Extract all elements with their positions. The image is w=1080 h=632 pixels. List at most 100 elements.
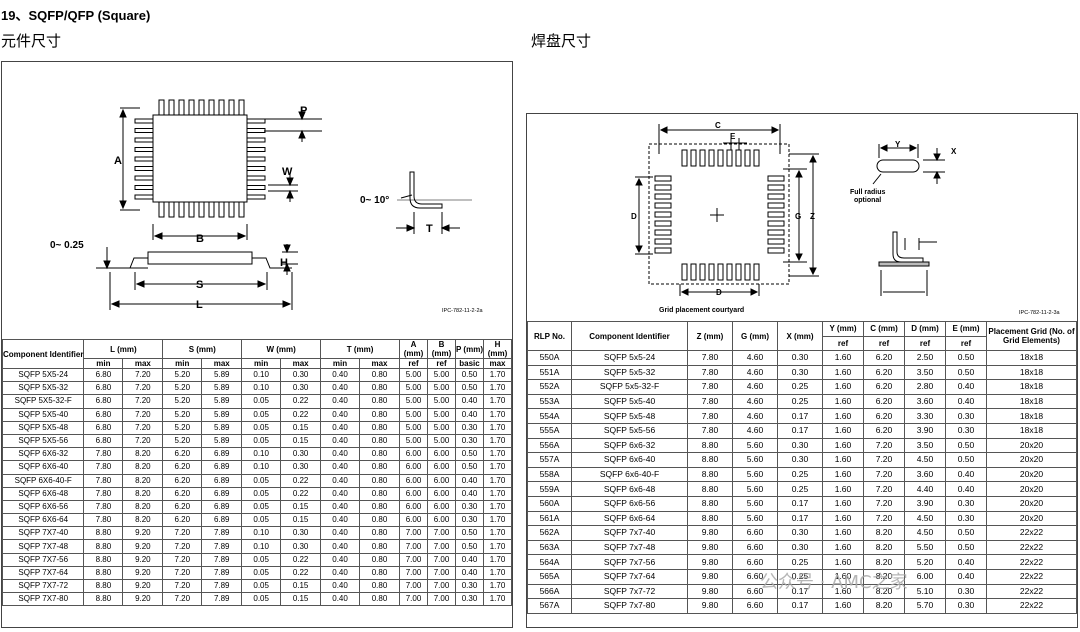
value-cell: 9.80 <box>687 598 733 614</box>
value-cell: 1.70 <box>483 578 512 594</box>
value-cell: 5.00 <box>427 407 456 422</box>
value-cell: 0.15 <box>280 592 322 607</box>
pad-right <box>767 229 785 236</box>
value-cell: 22x22 <box>986 539 1077 556</box>
header-D: D (mm) <box>904 321 946 337</box>
value-cell: 7.00 <box>399 565 428 581</box>
value-cell: 1.60 <box>822 393 864 410</box>
value-cell: 0.50 <box>455 367 484 383</box>
value-cell: 7.00 <box>399 592 428 607</box>
value-cell: 0.80 <box>359 592 400 607</box>
value-cell: 7.20 <box>162 552 203 567</box>
value-cell: 0.40 <box>320 499 360 515</box>
value-cell: 0.15 <box>280 420 322 435</box>
value-cell: 0.30 <box>777 525 823 541</box>
value-cell: 6.00 <box>399 447 428 462</box>
value-cell: 0.15 <box>280 499 322 515</box>
value-cell: 1.70 <box>483 394 512 409</box>
value-cell: 6.89 <box>201 486 243 501</box>
component-id-cell: SQFP 7X7-56 <box>1 552 85 567</box>
value-cell: 22x22 <box>986 554 1077 570</box>
value-cell: 20x20 <box>986 466 1077 483</box>
value-cell: 7.20 <box>122 367 164 383</box>
header-W: W (mm) <box>241 339 322 359</box>
header-T: T (mm) <box>320 339 400 359</box>
header-B: B (mm) <box>427 339 456 359</box>
value-cell: 0.80 <box>359 565 400 581</box>
value-cell: 0.80 <box>359 473 400 488</box>
value-cell: 5.89 <box>201 433 243 449</box>
value-cell: 7.20 <box>863 495 905 512</box>
value-cell: 2.50 <box>904 350 946 366</box>
value-cell: 8.20 <box>122 473 164 488</box>
value-cell: 7.80 <box>83 513 124 528</box>
value-cell: 4.60 <box>732 422 778 439</box>
value-cell: 4.60 <box>732 364 778 381</box>
subheader-cell: min <box>241 358 282 369</box>
value-cell: 0.10 <box>241 367 282 383</box>
dim-label-D-bottom: D <box>716 288 722 297</box>
value-cell: 7.80 <box>687 379 733 395</box>
value-cell: 1.60 <box>822 525 864 541</box>
value-cell: 6.20 <box>162 460 203 475</box>
value-cell: 0.40 <box>320 367 360 383</box>
value-cell: 7.20 <box>162 592 203 607</box>
value-cell: 6.20 <box>863 422 905 439</box>
header-Z: Z (mm) <box>687 321 733 351</box>
value-cell: 0.22 <box>280 407 322 422</box>
value-cell: 0.17 <box>777 510 823 527</box>
value-cell: 7.80 <box>83 486 124 501</box>
value-cell: 1.60 <box>822 539 864 556</box>
value-cell: 0.50 <box>945 350 987 366</box>
value-cell: 5.20 <box>162 381 203 396</box>
value-cell: 6.20 <box>162 473 203 488</box>
land-pattern-table: RLP No. Component Identifier Z (mm) G (m… <box>527 321 1077 614</box>
value-cell: 0.15 <box>280 578 322 594</box>
value-cell: 1.70 <box>483 552 512 567</box>
pad-right <box>767 238 785 245</box>
value-cell: 0.50 <box>945 539 987 556</box>
value-cell: 0.15 <box>280 433 322 449</box>
rlp-number-cell: 560A <box>527 495 572 512</box>
pad-top <box>708 149 715 167</box>
value-cell: 5.20 <box>162 433 203 449</box>
value-cell: 1.70 <box>483 539 512 554</box>
value-cell: 8.80 <box>687 495 733 512</box>
value-cell: 6.80 <box>83 420 124 435</box>
value-cell: 6.89 <box>201 447 243 462</box>
pad-right <box>767 220 785 227</box>
lead-pin-top <box>168 99 175 116</box>
value-cell: 6.89 <box>201 460 243 475</box>
value-cell: 0.40 <box>455 486 484 501</box>
value-cell: 8.80 <box>687 481 733 497</box>
value-cell: 6.60 <box>732 525 778 541</box>
lead-pin-top <box>178 99 185 116</box>
rlp-number-cell: 564A <box>527 554 572 570</box>
header-rlp: RLP No. <box>527 321 572 351</box>
value-cell: 5.00 <box>427 433 456 449</box>
lead-pin-right <box>246 137 266 143</box>
value-cell: 6.89 <box>201 513 243 528</box>
component-id-cell: SQFP 6X6-48 <box>1 486 85 501</box>
lead-pin-bottom <box>158 201 165 218</box>
pad-bottom <box>708 263 715 281</box>
value-cell: 0.05 <box>241 473 282 488</box>
component-id-cell: SQFP 7x7-56 <box>571 554 688 570</box>
value-cell: 22x22 <box>986 598 1077 614</box>
value-cell: 1.70 <box>483 565 512 581</box>
pad-right <box>767 247 785 254</box>
value-cell: 6.20 <box>863 364 905 381</box>
value-cell: 1.70 <box>483 407 512 422</box>
dim-label-H: H <box>280 257 288 269</box>
value-cell: 5.00 <box>399 394 428 409</box>
lead-pin-top <box>208 99 215 116</box>
lead-pin-left <box>134 156 154 162</box>
value-cell: 18x18 <box>986 350 1077 366</box>
value-cell: 6.00 <box>427 473 456 488</box>
value-cell: 5.89 <box>201 394 243 409</box>
value-cell: 5.00 <box>427 381 456 396</box>
value-cell: 1.60 <box>822 495 864 512</box>
value-cell: 5.20 <box>162 420 203 435</box>
